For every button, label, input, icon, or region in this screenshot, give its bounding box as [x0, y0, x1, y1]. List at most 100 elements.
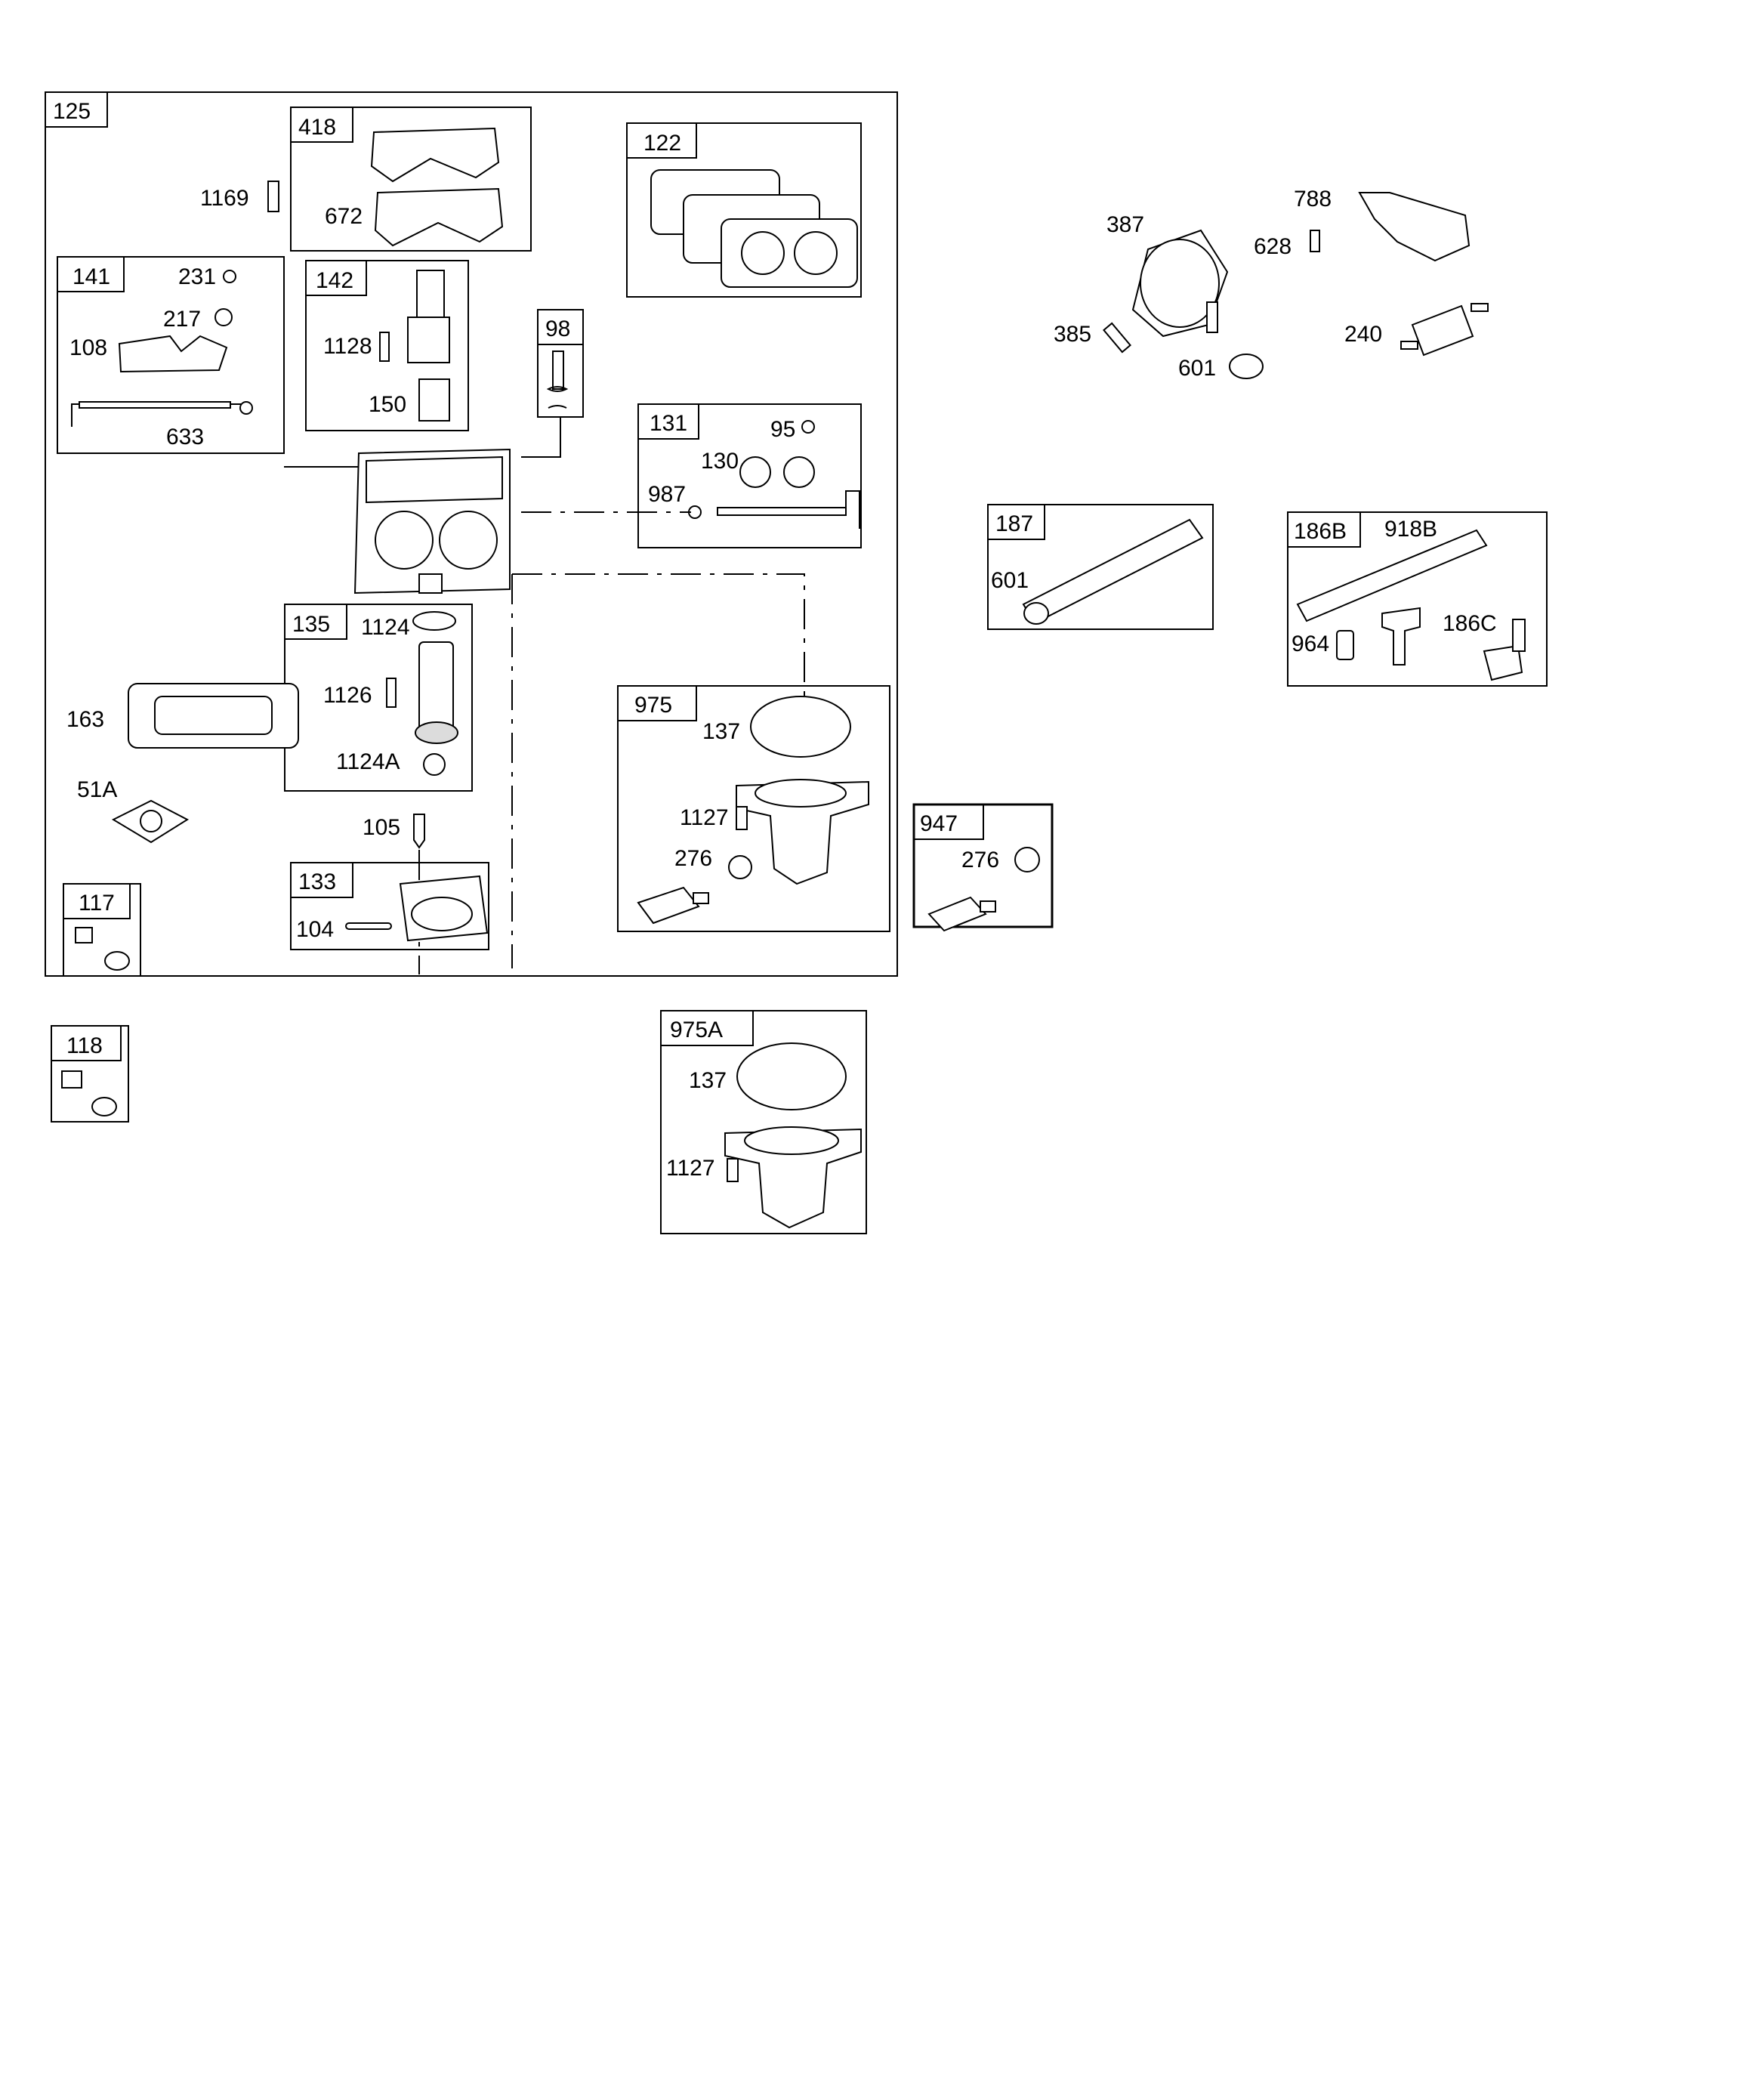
part-788-label: 788 [1294, 187, 1332, 212]
shaft-131-lever [845, 490, 860, 529]
kit-133-tag [290, 862, 353, 898]
screw-385 [1103, 322, 1131, 354]
part-1127-label: 1127 [680, 805, 729, 830]
fuel-pump-387-port [1206, 301, 1218, 333]
kit-975A-frame [660, 1010, 867, 1234]
kit-141-label: 141 [73, 264, 110, 289]
kit-975A-tag [660, 1010, 754, 1046]
float-bowl-975-rim [755, 779, 847, 808]
kit-186B-frame [1287, 511, 1548, 687]
shaft-633-body [79, 401, 231, 409]
screw-628 [1310, 230, 1320, 252]
kit-947-tag [913, 804, 984, 840]
kit-125-label: 125 [53, 99, 91, 124]
float-hinge-1124 [412, 611, 456, 631]
kit-187-label: 187 [995, 511, 1033, 536]
kit-131-tag [637, 403, 699, 440]
kit-141-tag [57, 256, 125, 292]
carburetor-base-tab [418, 573, 443, 594]
fitting-186C-barb [1512, 619, 1526, 652]
kit-142-frame [305, 260, 469, 431]
fuel-filter-240-outlet [1471, 303, 1489, 312]
part-217-label: 217 [163, 307, 201, 332]
part-276-label: 276 [674, 846, 712, 871]
kit-118-tag [51, 1025, 122, 1061]
washer-118 [91, 1097, 117, 1116]
part-1169-label: 1169 [200, 186, 249, 211]
kit-122-tag [626, 122, 697, 159]
part-987-label: 987 [648, 482, 686, 507]
part-387-label: 387 [1106, 212, 1144, 237]
kit-125-tag [45, 91, 108, 128]
kit-418-tag [290, 107, 353, 143]
part-918B-label: 918B [1384, 517, 1437, 542]
clamp-601-187 [1023, 602, 1049, 625]
part-105-label: 105 [363, 815, 400, 840]
gasket-672 [374, 187, 504, 247]
bracket-788 [1358, 192, 1471, 262]
part-95-label: 95 [770, 417, 795, 442]
kit-133-frame [290, 862, 489, 950]
part-1127b-label: 1127 [666, 1156, 715, 1181]
kit-135-tag [284, 604, 347, 640]
carburetor-bore-right [439, 511, 498, 570]
screw-117 [75, 927, 93, 943]
solenoid-975-tip [693, 892, 709, 904]
clip-217 [214, 308, 233, 326]
screw-98 [552, 351, 564, 390]
part-150-label: 150 [369, 392, 406, 417]
washer-117 [104, 951, 130, 971]
float-bowl-133-rim [411, 897, 473, 931]
fuel-line-187 [1022, 518, 1204, 625]
kit-975A-label: 975A [670, 1018, 723, 1042]
pin-104 [345, 922, 392, 930]
fitting-186C [1483, 644, 1523, 681]
kit-975-label: 975 [634, 693, 672, 718]
solenoid-947-tip [980, 900, 996, 913]
fuel-filter-240 [1411, 304, 1474, 357]
kit-418-label: 418 [298, 115, 336, 140]
kit-187-tag [987, 504, 1045, 540]
kit-98-tag [537, 309, 584, 345]
gasket-137-975A [736, 1042, 847, 1110]
spring-98 [546, 386, 569, 409]
kit-186B-tag [1287, 511, 1361, 548]
kit-135-label: 135 [292, 612, 330, 637]
part-672-label: 672 [325, 204, 363, 229]
carburetor-bore-left [375, 511, 434, 570]
part-964-label: 964 [1292, 632, 1329, 656]
kit-418-frame [290, 107, 532, 252]
float-135-base [415, 721, 458, 744]
kit-142-label: 142 [316, 268, 353, 293]
leader-98-body [521, 417, 561, 458]
screw-1126 [386, 678, 397, 708]
part-601-label: 601 [1178, 356, 1216, 381]
bracket-142-plate [407, 317, 450, 363]
part-163-label: 163 [66, 707, 104, 732]
plate-150 [418, 378, 450, 422]
gasket-418-upper [370, 127, 500, 183]
part-51A-label: 51A [77, 777, 117, 802]
part-108-label: 108 [69, 335, 107, 360]
kit-117-label: 117 [79, 891, 115, 916]
float-bowl-975A [724, 1128, 862, 1229]
screw-231 [223, 270, 236, 283]
part-633-label: 633 [166, 425, 204, 449]
gasket-163-inner [154, 696, 273, 735]
kit-98-label: 98 [545, 317, 570, 341]
part-137-label: 137 [702, 719, 740, 744]
kit-122-frame [626, 122, 862, 298]
shaft-131 [717, 507, 847, 516]
part-104-label: 104 [296, 917, 334, 942]
part-276b-label: 276 [961, 848, 999, 872]
seal-1124A [423, 753, 446, 776]
kit-187-frame [987, 504, 1214, 630]
float-bowl-975 [736, 780, 869, 885]
part-231-label: 231 [178, 264, 216, 289]
carburetor-top [366, 456, 503, 504]
kit-141-frame [57, 256, 285, 454]
solenoid-947 [927, 896, 987, 932]
part-130-label: 130 [701, 449, 739, 474]
kit-186B-label: 186B [1294, 519, 1347, 544]
